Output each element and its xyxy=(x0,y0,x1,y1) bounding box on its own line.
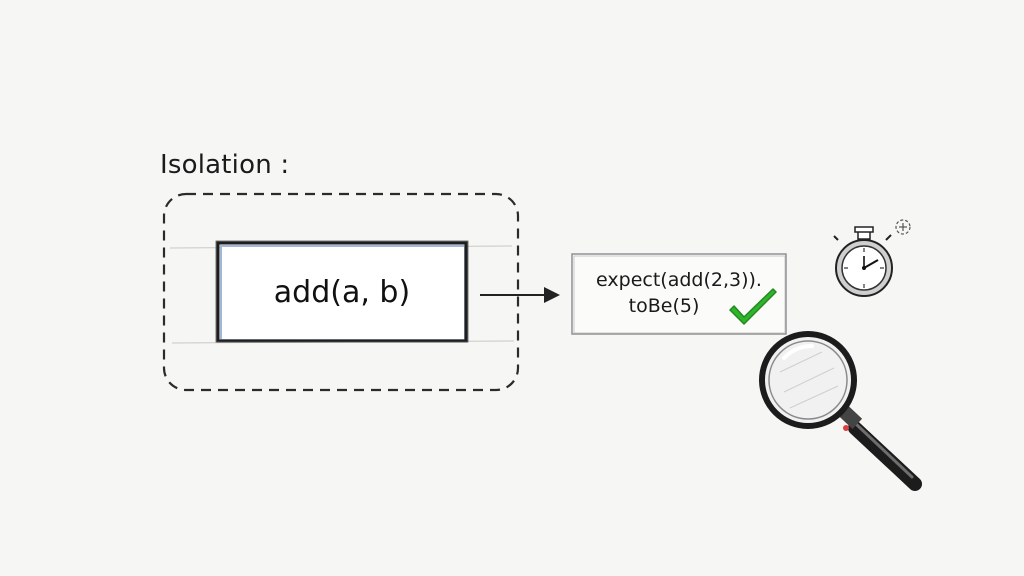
test-box-outline xyxy=(571,253,787,335)
function-box xyxy=(215,240,469,343)
arrow-to-test xyxy=(480,287,560,303)
assertion-line-2: toBe(5) xyxy=(628,295,700,317)
stopwatch-icon xyxy=(833,226,893,297)
isolation-boundary xyxy=(162,192,520,392)
magnifying-glass-icon xyxy=(759,331,922,491)
test-assertion: expect(add(2,3)). toBe(5) xyxy=(573,254,785,334)
plus-circle-icon xyxy=(895,219,911,235)
assertion-line-1: expect(add(2,3)). xyxy=(596,269,762,292)
function-signature: add(a, b) xyxy=(273,274,411,310)
check-icon xyxy=(729,288,777,325)
isolation-label: Isolation : xyxy=(160,150,290,180)
